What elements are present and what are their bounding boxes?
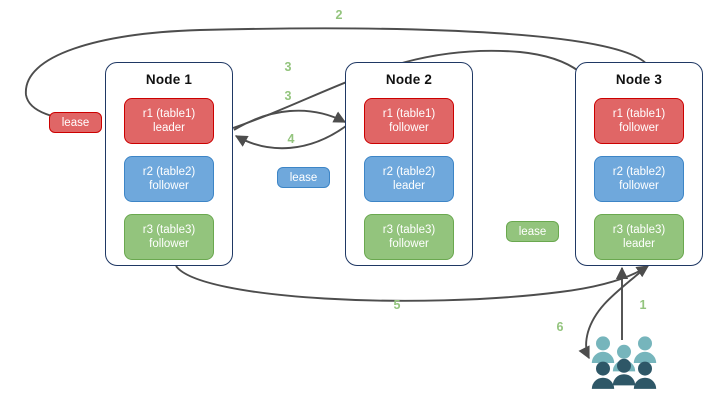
node-3-replica-r3-role: leader <box>623 238 655 250</box>
node-1-replica-r1-name: r1 (table1) <box>142 108 196 120</box>
node-1-replica-r2-role: follower <box>149 180 189 192</box>
arrow-step-6 <box>578 267 646 360</box>
node-1-replica-r3[interactable]: r3 (table3) follower <box>124 214 214 260</box>
step-label-5: 5 <box>393 298 401 312</box>
node-1-replica-r2-name: r2 (table2) <box>142 166 196 178</box>
node-2-replica-r1-role: follower <box>389 122 429 134</box>
node-2[interactable]: Node 2 r1 (table1) follower r2 (table2) … <box>345 62 473 266</box>
node-3[interactable]: Node 3 r1 (table1) follower r2 (table2) … <box>575 62 703 266</box>
node-3-replica-r1-role: follower <box>619 122 659 134</box>
node-2-replica-r3-name: r3 (table3) <box>382 224 436 236</box>
node-1-replica-r1-role: leader <box>153 122 185 134</box>
arrow-step-2 <box>25 27 651 127</box>
lease-badge-r1[interactable]: lease <box>49 112 102 133</box>
node-3-replica-r1[interactable]: r1 (table1) follower <box>594 98 684 144</box>
node-3-replica-r3-name: r3 (table3) <box>612 224 666 236</box>
step-label-1: 1 <box>639 298 647 312</box>
users-icon <box>591 336 657 389</box>
node-3-title: Node 3 <box>615 72 663 87</box>
node-1[interactable]: Node 1 r1 (table1) leader r2 (table2) fo… <box>105 62 233 266</box>
node-3-replica-r3[interactable]: r3 (table3) leader <box>594 214 684 260</box>
node-2-replica-r1-name: r1 (table1) <box>382 108 436 120</box>
step-label-6: 6 <box>556 320 564 334</box>
node-2-replica-r3-role: follower <box>389 238 429 250</box>
arrow-step-4 <box>234 125 347 150</box>
node-1-replica-r3-role: follower <box>149 238 189 250</box>
node-2-replica-r1[interactable]: r1 (table1) follower <box>364 98 454 144</box>
step-label-4: 4 <box>287 132 295 146</box>
node-1-replica-r3-name: r3 (table3) <box>142 224 196 236</box>
step-label-3-upper: 3 <box>284 60 292 74</box>
node-2-replica-r2-role: leader <box>393 180 425 192</box>
step-label-2: 2 <box>335 8 343 22</box>
node-3-replica-r2[interactable]: r2 (table2) follower <box>594 156 684 202</box>
lease-badge-r3[interactable]: lease <box>506 221 559 242</box>
lease-badge-r2[interactable]: lease <box>277 167 330 188</box>
node-1-replica-r2[interactable]: r2 (table2) follower <box>124 156 214 202</box>
node-3-replica-r2-name: r2 (table2) <box>612 166 666 178</box>
node-2-replica-r2[interactable]: r2 (table2) leader <box>364 156 454 202</box>
node-1-title: Node 1 <box>145 72 193 87</box>
arrow-step-3-lower <box>233 109 347 131</box>
node-3-replica-r2-role: follower <box>619 180 659 192</box>
node-3-replica-r1-name: r1 (table1) <box>612 108 666 120</box>
step-label-3-lower: 3 <box>284 89 292 103</box>
node-2-replica-r3[interactable]: r3 (table3) follower <box>364 214 454 260</box>
node-2-replica-r2-name: r2 (table2) <box>382 166 436 178</box>
node-1-replica-r1[interactable]: r1 (table1) leader <box>124 98 214 144</box>
arrow-step-5 <box>175 265 650 302</box>
node-2-title: Node 2 <box>385 72 433 87</box>
